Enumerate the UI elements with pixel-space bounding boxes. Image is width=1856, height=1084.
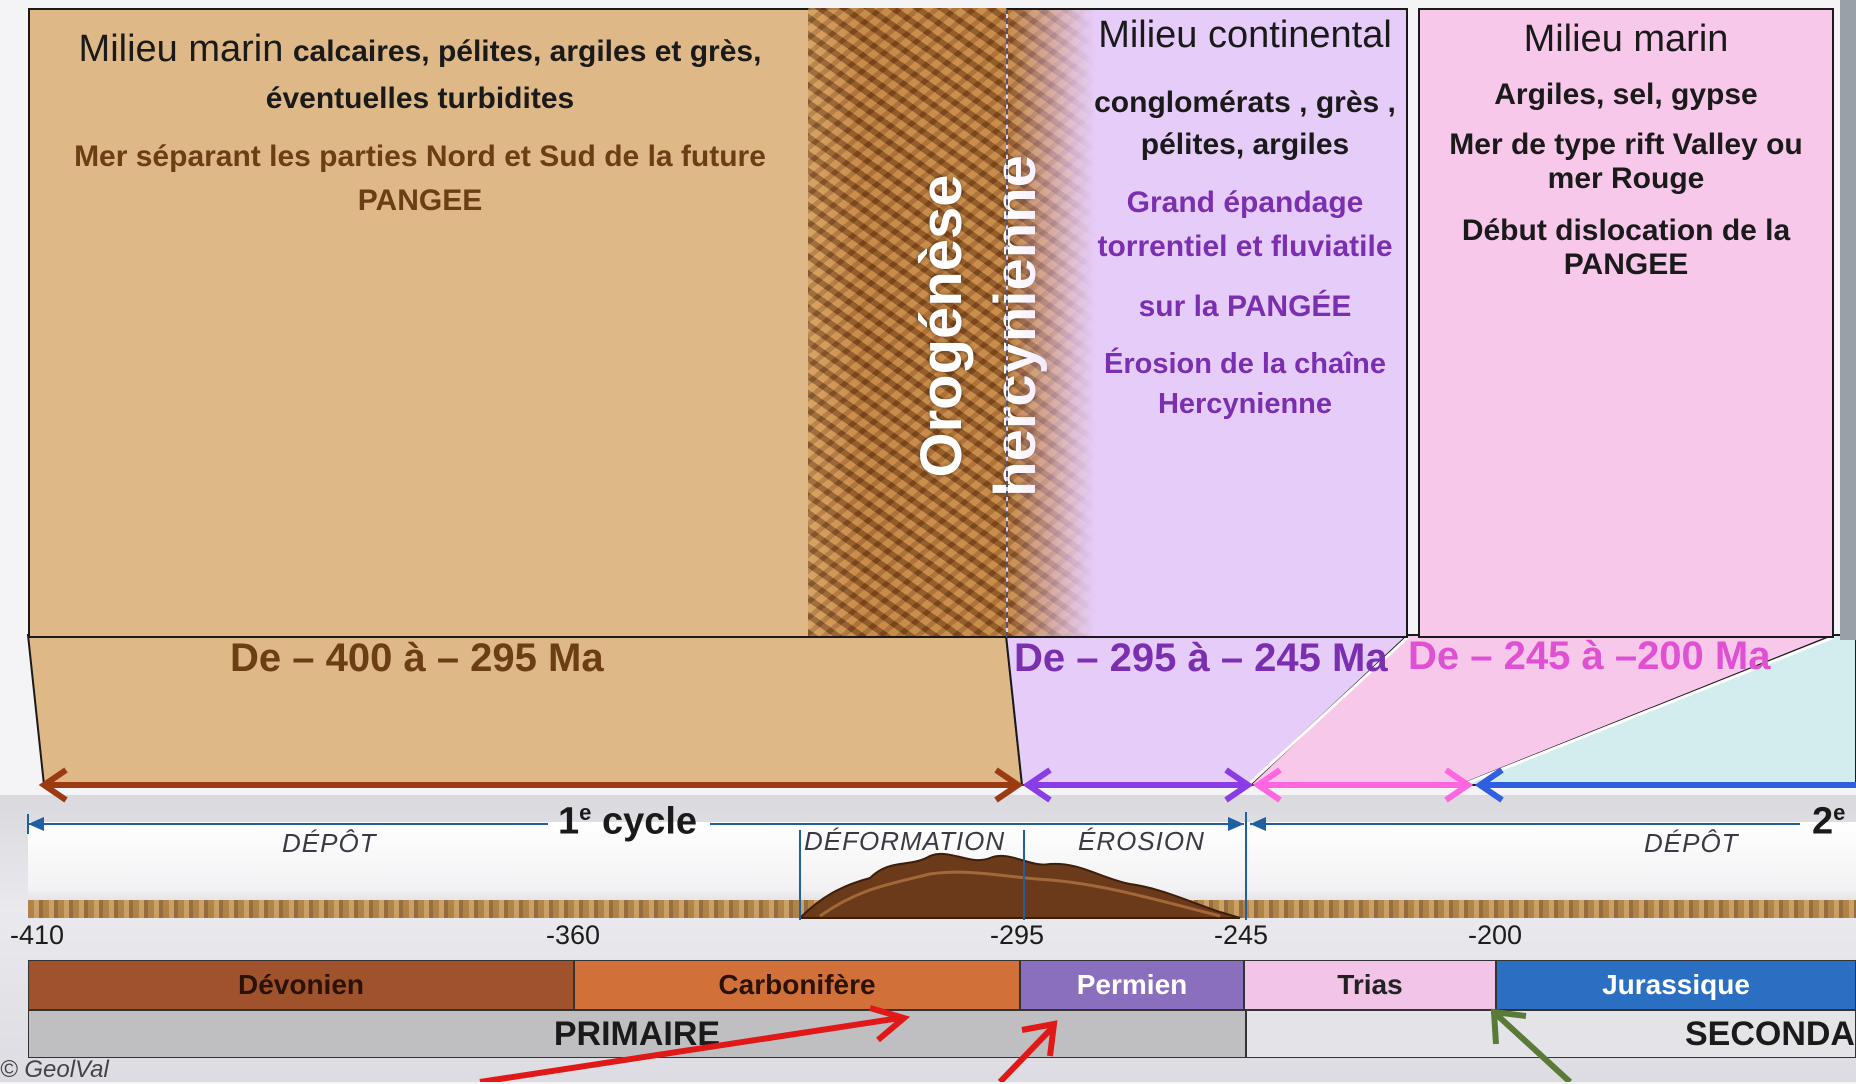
phase-depot-1: DÉPÔT (282, 828, 377, 858)
arrow-permien (1022, 767, 1254, 803)
orogenese-label: Orogénèse hercynienne (905, 16, 1048, 636)
second-cycle-number: 2 (1812, 800, 1834, 843)
first-cycle-suffix: cycle (591, 800, 698, 843)
panel-continental-line-1: conglomérats , grès , (1094, 86, 1396, 119)
panel-marin-devonien-note-1: Mer séparant les parties Nord et Sud de … (74, 140, 766, 173)
mountain-silhouette (800, 852, 1241, 919)
period-carbonifere: Carbonifère (574, 960, 1020, 1010)
first-cycle-number: 1 (558, 800, 580, 843)
arrow-jurassique (1474, 767, 1856, 803)
panel-continental-title: Milieu continental (1098, 14, 1392, 56)
panel-continental-note-3b: Hercynienne (1157, 388, 1333, 420)
panel-continental-line-2: pélites, argiles (1140, 128, 1350, 161)
panel-marin-devonien-subtitle-1: calcaires, pélites, argiles et grès, (292, 35, 762, 68)
panel-marin-trias-line-1: Argiles, sel, gypse (1494, 78, 1758, 111)
panel-marin-trias-line-3a: Début dislocation de la (1461, 214, 1791, 247)
panel-marin-trias-line-2a: Mer de type rift Valley ou (1449, 128, 1803, 161)
credit: © GeolVal (0, 1056, 109, 1083)
phase-erosion: ÉROSION (1078, 826, 1205, 856)
period-jurassique: Jurassique (1496, 960, 1856, 1010)
phase-depot-2: DÉPÔT (1644, 828, 1739, 858)
panel-continental-note-2: sur la PANGÉE (1138, 290, 1352, 323)
panel-continental-note-1a: Grand épandage (1126, 186, 1364, 219)
range-arrows (38, 767, 1856, 803)
arrow-trias (1252, 767, 1474, 803)
panel-marin-devonien-note-2: PANGEE (357, 184, 483, 217)
panel-marin-devonien-title: Milieu marin (78, 28, 284, 70)
panel-marin-trias-line-3b: PANGEE (1563, 248, 1689, 281)
tick-295: -295 (990, 920, 1045, 950)
arrow-devonien (38, 767, 1024, 803)
phase-deformation: DÉFORMATION (804, 826, 1006, 856)
range-trias: De – 245 à –200 Ma (1408, 634, 1771, 678)
tick-245: -245 (1214, 920, 1269, 950)
range-devonien: De – 400 à – 295 Ma (230, 636, 604, 680)
period-permien: Permien (1020, 960, 1244, 1010)
tick-410: -410 (10, 920, 65, 950)
panel-continental-note-1b: torrentiel et fluviatile (1097, 230, 1393, 263)
panel-continental (1006, 8, 1408, 638)
red-arrow-carbonifere (479, 1005, 911, 1082)
red-arrow-permien (997, 1020, 1058, 1082)
panel-continental-note-3a: Érosion de la chaîne (1103, 348, 1387, 380)
panel-marin-devonien-heading: Milieu marin calcaires, pélites, argiles… (30, 28, 810, 71)
pointer-arrows (479, 1005, 1573, 1082)
first-cycle-label: 1e cycle (558, 800, 697, 844)
second-cycle-sup: e (1833, 800, 1846, 825)
second-cycle-label: 2e (1812, 800, 1845, 844)
era-secondaire: SECONDA (1246, 1010, 1856, 1058)
first-cycle-sup: e (579, 800, 592, 825)
range-continental: De – 295 à – 245 Ma (1014, 636, 1388, 680)
green-arrow-trias (1490, 1008, 1573, 1082)
panel-marin-trias-title: Milieu marin (1523, 18, 1729, 60)
period-trias: Trias (1244, 960, 1496, 1010)
period-devonien: Dévonien (28, 960, 574, 1010)
panel-marin-trias (1418, 8, 1834, 638)
tick-200: -200 (1468, 920, 1523, 950)
right-edge-strip (1840, 0, 1856, 640)
panel-marin-trias-line-2b: mer Rouge (1547, 162, 1705, 195)
tick-360: -360 (546, 920, 601, 950)
cycle-lines (27, 812, 1800, 920)
panel-marin-devonien-subtitle-2: éventuelles turbidites (265, 82, 575, 115)
